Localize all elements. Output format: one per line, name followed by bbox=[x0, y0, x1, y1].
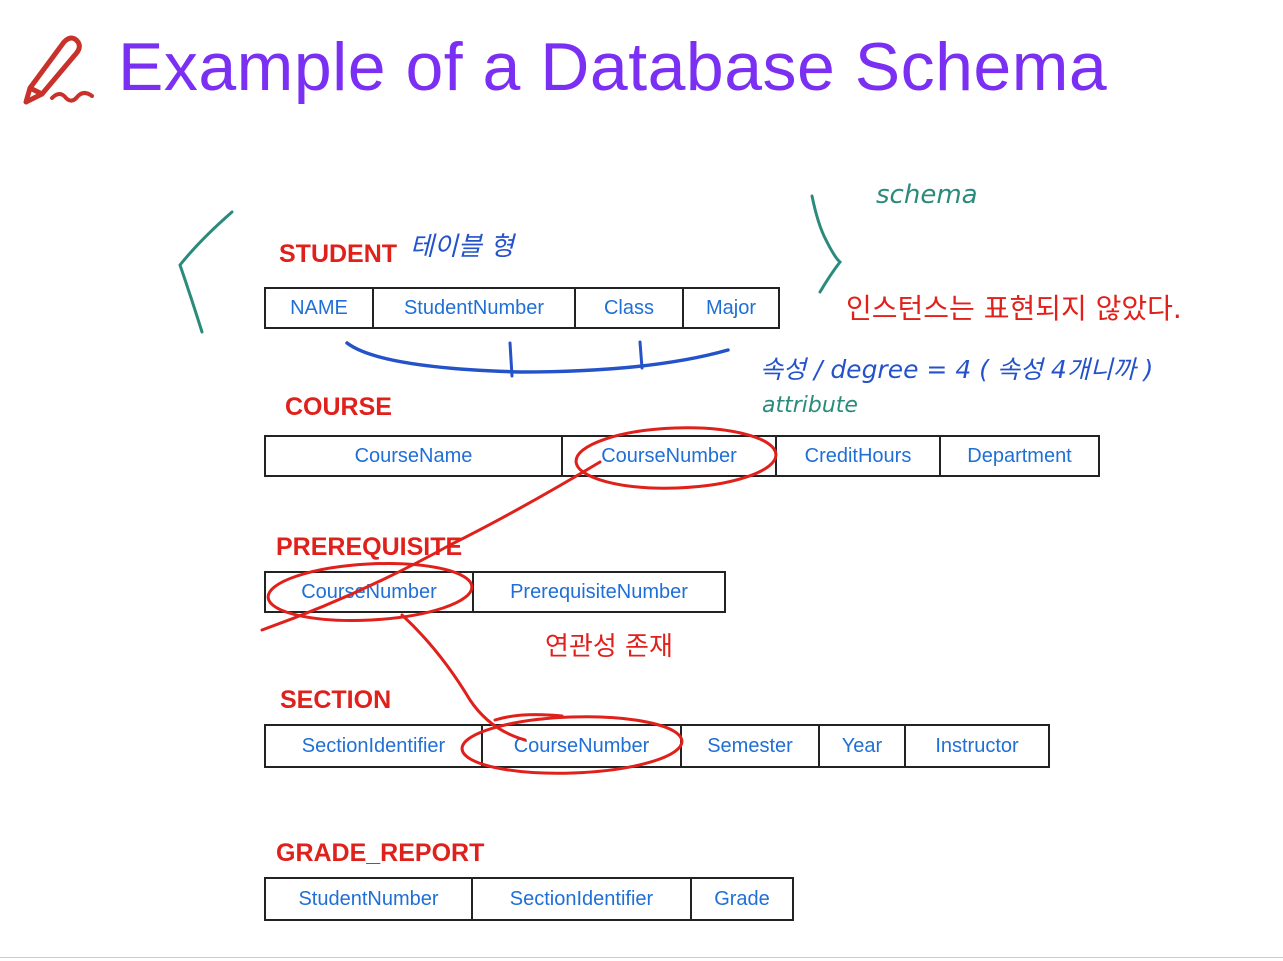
attribute-note: attribute bbox=[762, 393, 858, 418]
attribute-cell: StudentNumber bbox=[266, 879, 473, 919]
relation-name-grade-report: GRADE_REPORT bbox=[276, 839, 485, 867]
attribute-cell: StudentNumber bbox=[374, 289, 576, 327]
attribute-cell: CourseName bbox=[266, 437, 563, 475]
attribute-cell: SectionIdentifier bbox=[266, 726, 483, 766]
relation-table-course: CourseName CourseNumber CreditHours Depa… bbox=[264, 435, 1100, 477]
relation-table-section: SectionIdentifier CourseNumber Semester … bbox=[264, 724, 1050, 768]
relation-name-prerequisite: PREREQUISITE bbox=[276, 533, 463, 561]
attribute-cell: CourseNumber bbox=[266, 573, 474, 611]
attribute-cell: PrerequisiteNumber bbox=[510, 580, 688, 603]
attribute-cell: CourseNumber bbox=[483, 726, 682, 766]
pen-icon bbox=[23, 35, 94, 105]
attribute-cell: CreditHours bbox=[777, 437, 941, 475]
attribute-cell: Department bbox=[967, 444, 1072, 467]
right-bracket-stroke bbox=[810, 194, 843, 294]
degree-brace-tick bbox=[508, 341, 514, 378]
attribute-cell: SectionIdentifier bbox=[473, 879, 692, 919]
link-section-hook bbox=[493, 713, 564, 722]
attribute-cell: CourseNumber bbox=[563, 437, 777, 475]
attribute-cell: Grade bbox=[714, 887, 770, 910]
degree-brace-stroke bbox=[345, 341, 730, 374]
schema-note: schema bbox=[876, 180, 978, 210]
relationship-note: 연관성 존재 bbox=[545, 632, 673, 662]
attribute-cell: Major bbox=[705, 296, 756, 319]
instances-note: 인스턴스는 표현되지 않았다. bbox=[846, 292, 1182, 325]
attribute-cell: NAME bbox=[266, 289, 374, 327]
page-title: Example of a Database Schema bbox=[118, 29, 1108, 105]
relation-table-grade-report: StudentNumber SectionIdentifier Grade bbox=[264, 877, 794, 921]
attribute-cell: Semester bbox=[682, 726, 820, 766]
link-prerequisite-to-section bbox=[400, 613, 527, 742]
attribute-cell: Year bbox=[820, 726, 906, 766]
relation-table-student: NAME StudentNumber Class Major bbox=[264, 287, 780, 329]
attribute-cell: Instructor bbox=[935, 734, 1019, 757]
relation-name-student: STUDENT bbox=[279, 240, 398, 268]
relation-name-course: COURSE bbox=[285, 393, 392, 421]
attribute-cell: Class bbox=[576, 289, 684, 327]
degree-note: 속성 / degree = 4 ( 속성 4개니까 ) bbox=[760, 355, 1154, 384]
relation-name-section: SECTION bbox=[280, 686, 392, 714]
slide-bottom-border bbox=[0, 957, 1283, 958]
relation-table-prerequisite: CourseNumber PrerequisiteNumber bbox=[264, 571, 726, 613]
left-bracket-stroke bbox=[178, 210, 234, 334]
degree-brace-tick bbox=[638, 340, 644, 370]
relation-type-note: 테이블 형 bbox=[410, 232, 514, 262]
